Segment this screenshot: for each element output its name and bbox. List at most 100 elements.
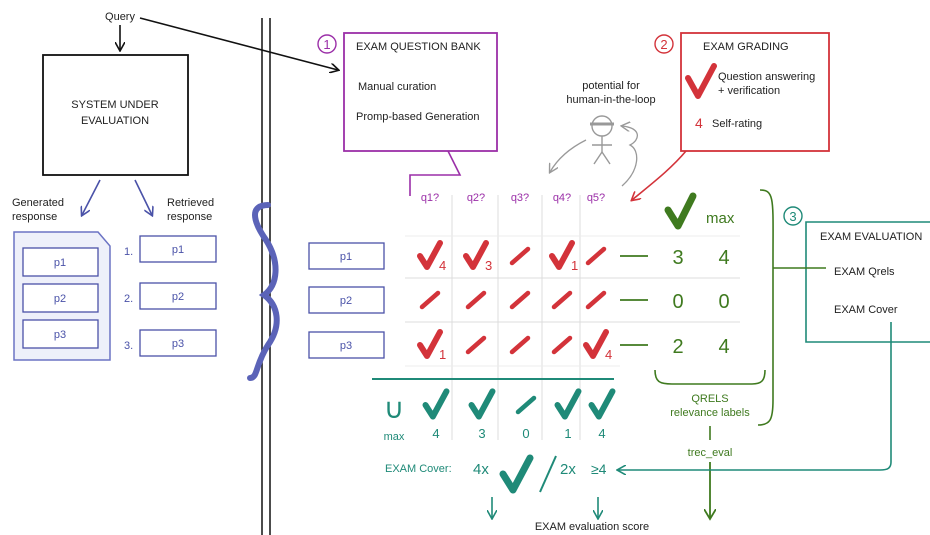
row-count-value: 0 [672,291,683,313]
union-symbol: ∪ [384,393,405,424]
self-rating-value: 4 [605,347,612,362]
retrieved-rank: 2. [124,293,133,305]
self-rating-value: 1 [571,258,578,273]
question-header: q1? [421,192,439,204]
system-under-evaluation-box [42,54,189,176]
union-max-value: 4 [432,426,439,441]
generated-passage-box [22,319,99,349]
row-passage-label: p2 [340,295,352,307]
system-to-generated-arrow [82,179,101,215]
evaluation-box [805,221,930,343]
row-passage-label: p3 [340,340,352,352]
check-mark [549,240,575,270]
retrieved-passage-label: p1 [172,244,184,256]
union-max-value: 4 [598,426,605,441]
trec-eval-label: trec_eval [688,447,733,459]
generated-passage-box [22,283,99,313]
qrels-brace [757,189,774,426]
generated-passage-box [22,247,99,277]
row-max-value: 4 [718,336,729,358]
exam-cover-check-icon [499,454,534,494]
retrieved-passages: 1. p1 2. p2 3. p3 [124,235,217,357]
check-mark [583,329,609,359]
slash-mark [551,290,573,310]
self-rating-value: 3 [485,258,492,273]
system-label-line2: EVALUATION [81,115,149,127]
grading-arrow [632,150,687,200]
step-1-number: 1 [323,37,330,52]
check-mark [463,240,489,270]
step-1-badge [317,34,337,54]
question-bank-title: EXAM QUESTION BANK [356,41,481,53]
row-count-value: 3 [672,247,683,269]
question-bank-item-manual: Manual curation [358,81,436,93]
question-header: q2? [467,192,485,204]
union-max-label: max [384,431,405,443]
step-3-number: 3 [789,209,796,224]
human-label-line1: potential for [582,80,640,92]
human-feedback-arrow [622,126,638,187]
generated-passage-label: p3 [54,329,66,341]
check-mark [417,240,443,270]
human-stick-figure-icon [590,115,614,165]
retrieved-label-line1: Retrieved [167,197,214,209]
human-label-line2: human-in-the-loop [566,94,655,106]
union-max-value: 3 [478,426,485,441]
retrieved-rank: 1. [124,246,133,258]
system-label-line1: SYSTEM UNDER [71,99,158,111]
final-score-label: EXAM evaluation score [535,521,649,533]
grading-grid [405,195,740,440]
row-max-value: 0 [718,291,729,313]
grading-self-rating-digit: 4 [695,115,703,131]
self-rating-value: 1 [439,347,446,362]
grading-item-qa-line2: + verification [718,85,780,97]
retrieved-rank: 3. [124,340,133,352]
exam-cover-count-total: 2x [560,461,576,478]
grading-title: EXAM GRADING [703,41,789,53]
row-passage-box [308,242,385,270]
question-headers: q1? q2? q3? q4? q5? [421,192,605,204]
evaluation-item-qrels: EXAM Qrels [834,266,895,278]
exam-cover-count-covered: 4x [473,461,489,478]
slash-mark [551,335,573,355]
cover-connector-arrow [618,322,892,470]
row-passage-box [308,286,385,314]
evaluation-title: EXAM EVALUATION [820,231,922,243]
max-header: max [706,210,735,227]
retrieved-passage-label: p3 [172,338,184,350]
qrels-label-line1: QRELS [691,393,728,405]
slash-mark [515,395,537,415]
query-label: Query [105,11,135,23]
generated-passage-label: p2 [54,293,66,305]
slash-mark [465,335,487,355]
system-to-retrieved-arrow [134,179,152,215]
slash-mark [509,335,531,355]
retrieved-passage-box [139,282,217,310]
check-mark [588,388,616,420]
row-passage-label: p1 [340,251,352,263]
question-header: q4? [553,192,571,204]
grading-item-self-rating: Self-rating [712,118,762,130]
slash-mark [509,290,531,310]
query-to-question-bank-arrow [139,17,338,70]
retrieved-label-line2: response [167,211,212,223]
grading-box [680,32,830,152]
grading-item-qa-line1: Question answering [718,71,815,83]
generated-passage-label: p1 [54,257,66,269]
step-2-badge [654,34,674,54]
retrieved-passage-box [139,235,217,263]
slash-mark [465,290,487,310]
retrieved-passage-label: p2 [172,291,184,303]
check-mark [422,388,450,420]
question-header: q5? [587,192,605,204]
exam-cover-divider [539,455,557,493]
question-bank-bracket [409,150,462,196]
evaluation-item-cover: EXAM Cover [834,304,898,316]
question-header: q3? [511,192,529,204]
row-passage-box [308,331,385,359]
question-bank-item-prompt: Promp-based Generation [356,111,480,123]
slash-mark [419,290,441,310]
